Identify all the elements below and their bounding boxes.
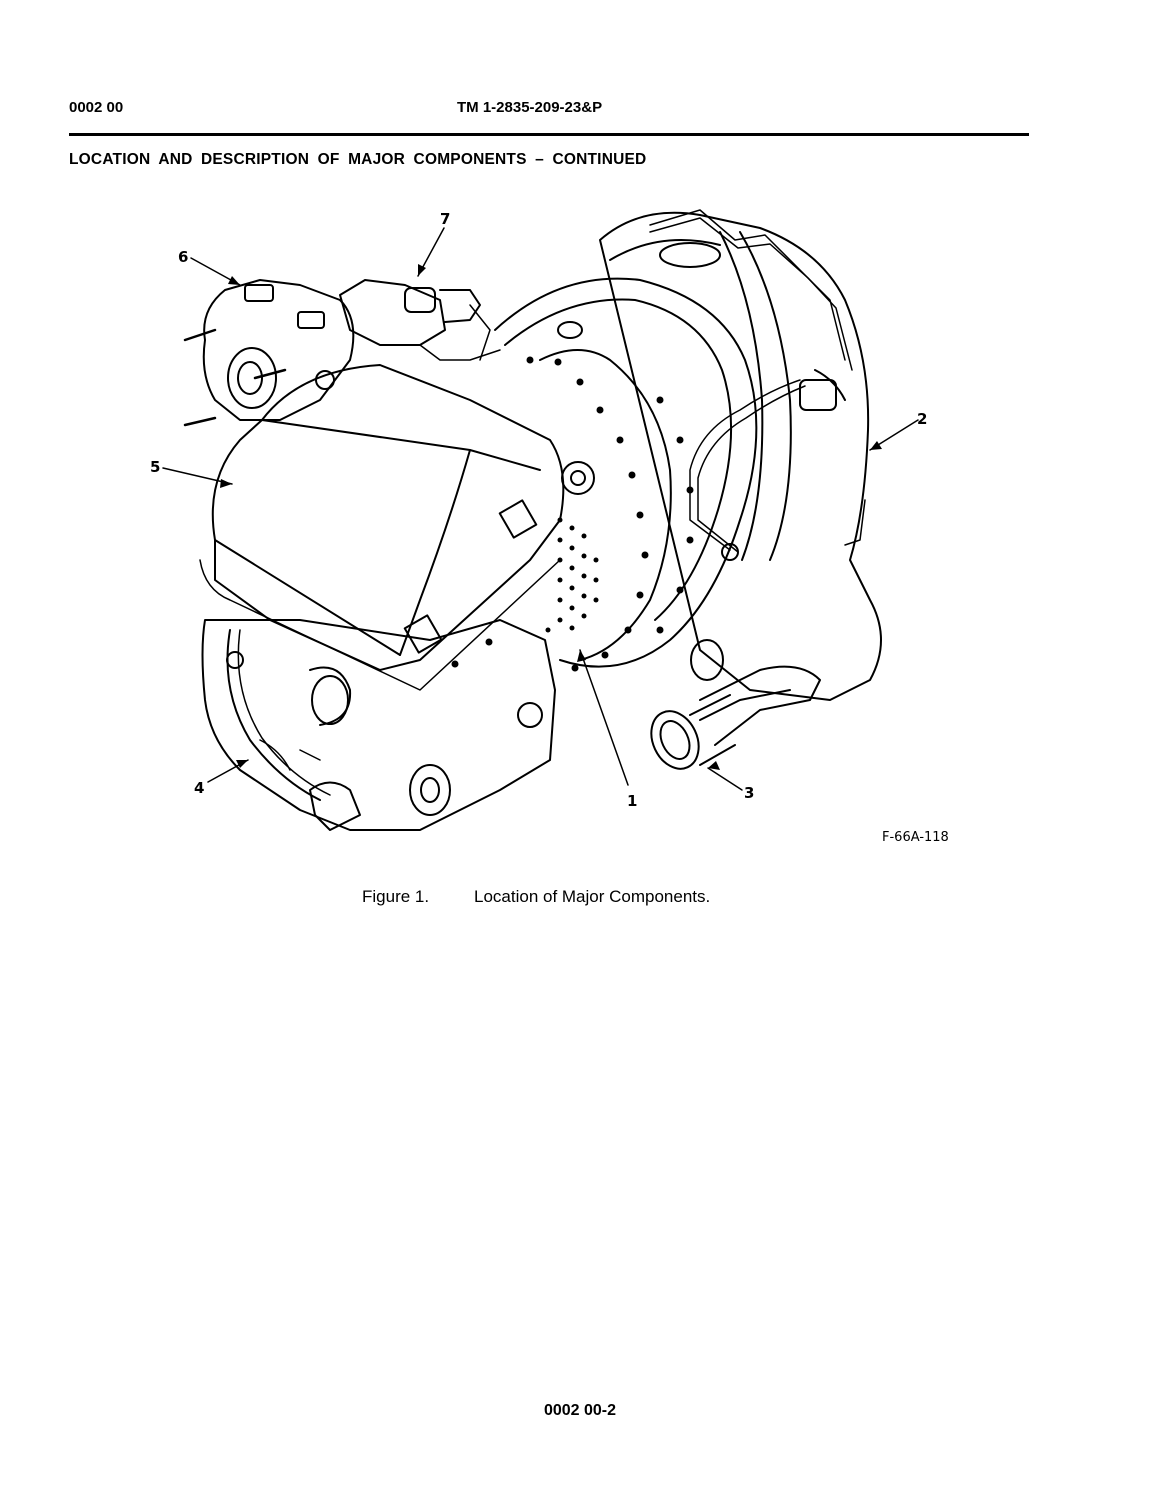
figure-caption-number: Figure 1. xyxy=(362,887,430,906)
callout-3: 3 xyxy=(744,784,754,802)
figure-caption-text: Location of Major Components. xyxy=(474,887,711,906)
manual-number: TM 1-2835-209-23&P xyxy=(457,99,603,116)
callout-6: 6 xyxy=(178,248,188,266)
callout-1: 1 xyxy=(627,792,637,810)
header-rule xyxy=(69,133,1029,136)
callout-leaders xyxy=(162,227,919,791)
callout-7: 7 xyxy=(440,210,450,228)
inlet-tube-drawing xyxy=(650,665,821,770)
sensor-connector-drawing xyxy=(339,279,501,361)
figure-caption: Figure 1. Location of Major Components. xyxy=(362,887,710,907)
mounting-flange-drawing xyxy=(183,279,355,427)
section-title: LOCATION AND DESCRIPTION OF MAJOR COMPON… xyxy=(69,151,647,168)
engine-illustration: 1 2 3 4 5 6 7 F-66A-118 xyxy=(140,200,970,860)
gearbox-drawing xyxy=(201,619,556,831)
figure-id: F-66A-118 xyxy=(882,830,949,845)
callout-4: 4 xyxy=(194,779,204,797)
exhaust-housing-drawing xyxy=(599,209,882,701)
filter-cover-drawing xyxy=(199,364,565,691)
callout-5: 5 xyxy=(150,458,160,476)
callout-2: 2 xyxy=(917,410,927,428)
compressor-casing-drawing xyxy=(494,277,758,681)
page-number: 0002 00-2 xyxy=(543,1402,617,1419)
work-package-number: 0002 00 xyxy=(69,99,124,116)
